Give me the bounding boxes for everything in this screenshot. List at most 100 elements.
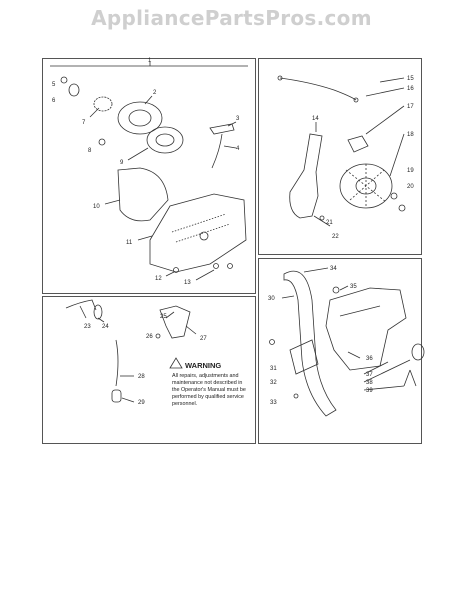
leader-11 (137, 235, 153, 241)
nut-8-drawing (98, 138, 106, 146)
leader-24 (97, 317, 105, 323)
leader-13 (195, 269, 215, 281)
mount-bracket-drawing (289, 339, 319, 375)
callout-13: 13 (184, 280, 191, 286)
screw-12-drawing (173, 267, 179, 273)
leader-37 (363, 361, 389, 375)
washer-6-drawing (68, 83, 80, 97)
starter-handle-drawing (209, 123, 235, 135)
starter-pulley-drawing (117, 101, 163, 135)
watermark: AppliancePartsPros.com (91, 6, 372, 30)
warning-line-4: performed by qualified service (172, 394, 244, 400)
leader-16 (365, 87, 405, 97)
screw-5-drawing (60, 76, 68, 84)
leader-22 (313, 215, 331, 227)
callout-17: 17 (407, 104, 414, 110)
wire-terminal-b (353, 97, 359, 103)
warning-line-1: All repairs, adjustments and (172, 373, 239, 379)
leader-23 (79, 305, 87, 319)
spring-cassette-inner (155, 133, 175, 147)
leader-3 (227, 121, 237, 127)
callout-7: 7 (82, 120, 86, 126)
leader-38 (363, 359, 411, 383)
leader-7 (89, 107, 100, 118)
panel-top-left (42, 58, 256, 294)
callout-8: 8 (88, 148, 92, 154)
callout-36: 36 (366, 356, 373, 362)
callout-26: 26 (146, 334, 153, 340)
leader-2 (144, 95, 153, 105)
handlebar-drawing (283, 270, 337, 417)
leader-34 (303, 267, 329, 273)
callout-27: 27 (200, 336, 207, 342)
pawl-17-drawing (347, 135, 369, 153)
callout-16: 16 (407, 86, 414, 92)
callout-5: 5 (52, 82, 56, 88)
ignition-wire-drawing (279, 77, 357, 101)
callout-6: 6 (52, 98, 56, 104)
panel-top-right (258, 58, 422, 255)
leader-30 (281, 295, 295, 299)
callout-33: 33 (270, 400, 277, 406)
callout-31: 31 (270, 366, 277, 372)
callout-4: 4 (236, 146, 240, 152)
fuel-filter-drawing (93, 304, 103, 320)
starter-housing-boss (199, 231, 209, 241)
starter-housing-drawing (149, 193, 247, 273)
starter-housing-grille (171, 213, 227, 233)
leader-35 (339, 285, 349, 291)
starter-pulley-hub (128, 109, 152, 127)
ignition-module-drawing (289, 133, 323, 219)
starter-rope-drawing (211, 133, 223, 169)
callout-25: 25 (160, 314, 167, 320)
callout-3: 3 (236, 116, 240, 122)
leader-17 (365, 105, 405, 135)
leader-4 (223, 145, 237, 149)
screw-33-drawing (293, 393, 299, 399)
callout-23: 23 (84, 324, 91, 330)
leader-29 (121, 397, 135, 403)
flywheel-fins (345, 164, 387, 208)
rear-handle-detail (339, 305, 381, 317)
fuel-line-drawing (65, 299, 97, 311)
washer-19-drawing (390, 192, 398, 200)
callout-39: 39 (366, 388, 373, 394)
leader-39 (363, 385, 405, 391)
callout-24: 24 (102, 324, 109, 330)
leader-18 (389, 133, 405, 177)
rear-handle-drawing (325, 287, 407, 371)
callout-19: 19 (407, 168, 414, 174)
panel-header-label: 1 (148, 58, 152, 64)
av-spring-tail-a (403, 369, 411, 387)
callout-30: 30 (268, 296, 275, 302)
warning-line-5: personnel. (172, 401, 197, 407)
leader-15 (379, 77, 405, 83)
starter-housing-grille-2 (175, 223, 231, 243)
warning-title: WARNING (185, 361, 221, 370)
callout-11: 11 (126, 240, 133, 246)
rewind-spring-drawing (93, 96, 113, 112)
av-spring-tail-b (409, 369, 417, 387)
fan-housing-cover-drawing (117, 167, 169, 222)
screw-13b-drawing (227, 263, 233, 269)
callout-18: 18 (407, 132, 414, 138)
callout-12: 12 (155, 276, 162, 282)
callout-35: 35 (350, 284, 357, 290)
callout-29: 29 (138, 400, 145, 406)
callout-34: 34 (330, 266, 337, 272)
panel-bottom-left (42, 296, 256, 444)
callout-32: 32 (270, 380, 277, 386)
spring-cassette-drawing (146, 126, 184, 154)
screw-21-drawing (319, 215, 325, 221)
leader-36 (347, 351, 361, 359)
callout-20: 20 (407, 184, 414, 190)
callout-38: 38 (366, 380, 373, 386)
nut-20-drawing (398, 204, 406, 212)
screw-13a-drawing (213, 263, 219, 269)
leader-25 (165, 311, 175, 319)
throttle-trigger-drawing (159, 305, 191, 339)
callout-28: 28 (138, 374, 145, 380)
wire-terminal-a (277, 75, 283, 81)
warning-line-2: maintenance not described in (172, 380, 242, 386)
